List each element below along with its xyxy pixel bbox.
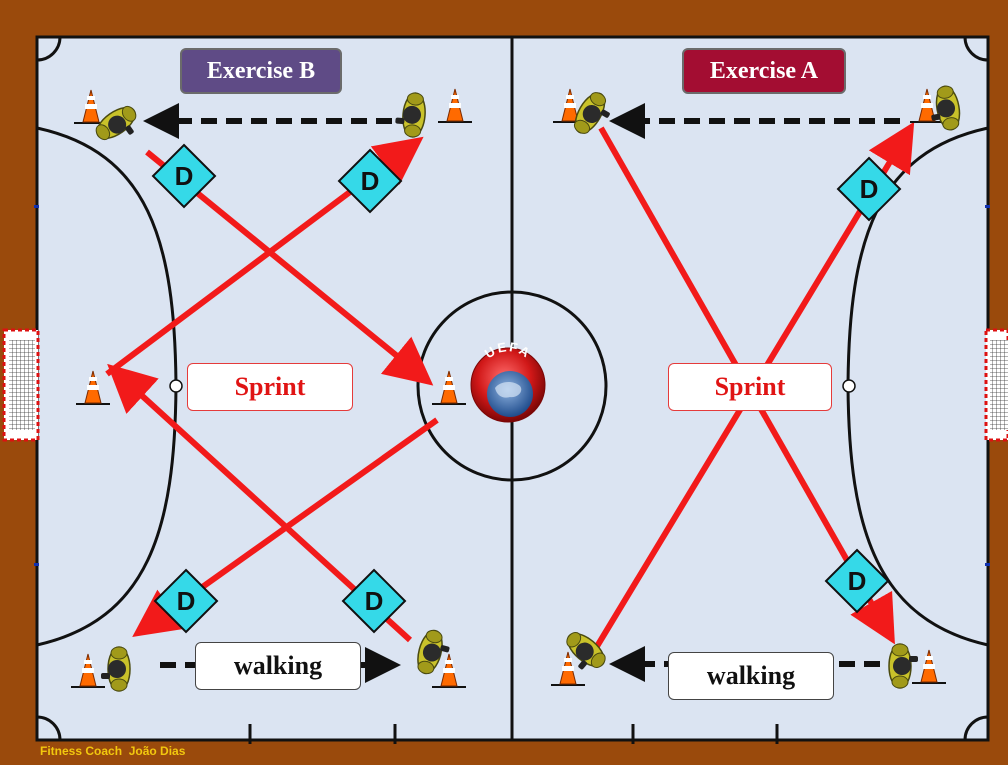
cone-7 (553, 88, 587, 123)
cone-4 (432, 370, 466, 405)
cone-5 (71, 653, 105, 688)
marker-letter: D (175, 161, 194, 191)
exercise-a-walking-label: walking (668, 652, 834, 700)
exercise-b-title: Exercise B (180, 48, 342, 94)
left-penalty-spot (169, 379, 183, 393)
cone-8 (910, 88, 944, 123)
marker-letter: D (860, 174, 879, 204)
left-goal (2, 328, 40, 442)
substitution-marks (248, 724, 779, 744)
cone-layer (71, 88, 946, 688)
player-2 (395, 92, 426, 138)
right-goal (984, 328, 1008, 442)
defender-marker-4: D (341, 568, 407, 634)
player-7 (566, 631, 606, 670)
defender-marker-3: D (153, 568, 219, 634)
player-4 (417, 629, 450, 675)
right-penalty-spot (842, 379, 856, 393)
exercise-a-sprint-label: Sprint (668, 363, 832, 411)
marker-letter: D (365, 586, 384, 616)
defender-marker-2: D (337, 148, 403, 214)
cone-3 (76, 370, 110, 405)
defender-marker-6: D (824, 548, 890, 614)
defender-marker-1: D (151, 143, 217, 209)
cone-10 (912, 649, 946, 684)
player-6 (931, 85, 961, 131)
exercise-a-title: Exercise A (682, 48, 846, 94)
player-3 (101, 646, 131, 692)
exercise-b-sprint-label: Sprint (187, 363, 353, 411)
cone-9 (551, 651, 585, 686)
marker-layer: D D D D D D (151, 143, 902, 634)
marker-letter: D (848, 566, 867, 596)
defender-marker-5: D (836, 156, 902, 222)
cone-6 (432, 653, 466, 688)
player-8 (888, 643, 918, 689)
coach-credit: Fitness Coach João Dias (40, 744, 186, 758)
player-1 (95, 105, 137, 141)
corner-arcs (36, 36, 989, 741)
player-layer (95, 85, 961, 692)
marker-letter: D (177, 586, 196, 616)
cone-2 (438, 88, 472, 123)
player-5 (573, 92, 610, 134)
center-circle (416, 290, 608, 482)
exercise-b-walking-label: walking (195, 642, 361, 690)
boundary-ticks (34, 205, 990, 566)
marker-letter: D (361, 166, 380, 196)
